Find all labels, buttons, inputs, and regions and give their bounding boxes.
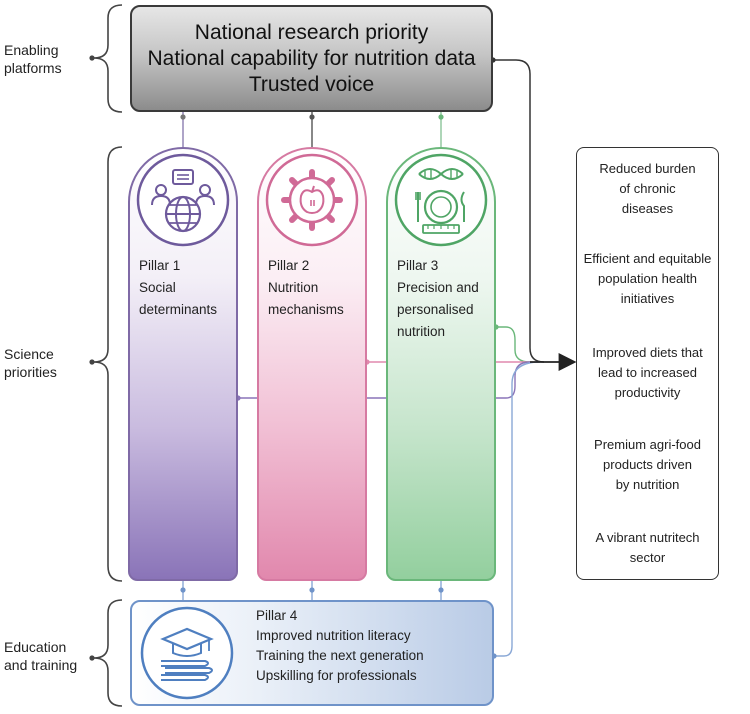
- outcome-line: products driven: [603, 457, 692, 472]
- outcome-line: Reduced burden: [599, 161, 696, 176]
- pillar-4-text: Pillar 4 Improved nutrition literacy Tra…: [256, 606, 424, 686]
- pillar-3-line: nutrition: [397, 324, 446, 339]
- pillar-2-title: Pillar 2: [268, 258, 310, 273]
- outcome-line: by nutrition: [615, 477, 680, 492]
- pillar-2-column: Pillar 2 Nutrition mechanisms: [257, 147, 367, 581]
- pillar-3-line: personalised: [397, 302, 474, 317]
- pillar-1-line: determinants: [139, 302, 218, 317]
- bracket-enabling: [93, 4, 123, 113]
- side-label-line: Enabling: [4, 42, 59, 58]
- outcome-item: Reduced burden of chronic diseases: [577, 159, 718, 219]
- pillar-4-line: Improved nutrition literacy: [256, 628, 411, 643]
- outcome-line: population health: [597, 271, 698, 286]
- side-label-line: priorities: [4, 364, 57, 380]
- enabling-platform-line: Trusted voice: [248, 72, 375, 96]
- outcome-line: A vibrant nutritech: [595, 530, 700, 545]
- bracket-education: [93, 599, 123, 707]
- pillar-1-line: Social: [139, 280, 176, 295]
- pillar-2-line: mechanisms: [268, 302, 344, 317]
- pillar-1-title: Pillar 1: [139, 258, 181, 273]
- side-label-line: Education: [4, 639, 67, 655]
- side-label-line: Science: [4, 346, 54, 362]
- outcome-line: Improved diets that: [592, 345, 703, 360]
- pillar-4-line: Upskilling for professionals: [256, 668, 417, 683]
- pillar-4-box: Pillar 4 Improved nutrition literacy Tra…: [130, 600, 494, 706]
- dna-plate-icon: [394, 153, 488, 247]
- pillar-1-text: Pillar 1 Social determinants: [139, 255, 217, 321]
- side-label-science-priorities: Science priorities: [4, 345, 94, 381]
- side-label-line: platforms: [4, 60, 62, 76]
- outcome-line: lead to increased: [597, 365, 697, 380]
- enabling-platforms-box: National research priority National capa…: [130, 5, 493, 112]
- enabling-platform-line: National research priority: [194, 20, 429, 44]
- graduation-books-icon: [140, 606, 234, 700]
- outcome-line: Premium agri-food: [594, 437, 701, 452]
- outcome-line: productivity: [614, 385, 681, 400]
- side-label-line: and training: [4, 657, 78, 673]
- pillar-3-text: Pillar 3 Precision and personalised nutr…: [397, 255, 479, 343]
- pillar-2-line: Nutrition: [268, 280, 319, 295]
- bracket-science: [93, 146, 123, 582]
- pillar-3-title: Pillar 3: [397, 258, 439, 273]
- people-globe-icon: [136, 153, 230, 247]
- outcome-item: A vibrant nutritech sector: [577, 528, 718, 568]
- outcome-item: Premium agri-food products driven by nut…: [577, 435, 718, 495]
- outcome-line: initiatives: [620, 291, 675, 306]
- outcome-line: of chronic: [619, 181, 676, 196]
- outcome-item: Improved diets that lead to increased pr…: [577, 343, 718, 403]
- outcome-line: sector: [629, 550, 666, 565]
- outcomes-box: Reduced burden of chronic diseases Effic…: [576, 147, 719, 580]
- side-label-enabling-platforms: Enabling platforms: [4, 41, 94, 77]
- outcome-item: Efficient and equitable population healt…: [577, 249, 718, 309]
- pillar-2-text: Pillar 2 Nutrition mechanisms: [268, 255, 344, 321]
- outcome-line: diseases: [621, 201, 674, 216]
- enabling-platform-line: National capability for nutrition data: [147, 46, 476, 70]
- gear-apple-icon: [265, 153, 359, 247]
- pillar-3-column: Pillar 3 Precision and personalised nutr…: [386, 147, 496, 581]
- pillar-1-column: Pillar 1 Social determinants: [128, 147, 238, 581]
- pillar-3-line: Precision and: [397, 280, 479, 295]
- side-label-education-training: Education and training: [4, 638, 94, 674]
- pillar-4-title: Pillar 4: [256, 608, 298, 623]
- outcome-line: Efficient and equitable: [583, 251, 712, 266]
- pillar-4-line: Training the next generation: [256, 648, 424, 663]
